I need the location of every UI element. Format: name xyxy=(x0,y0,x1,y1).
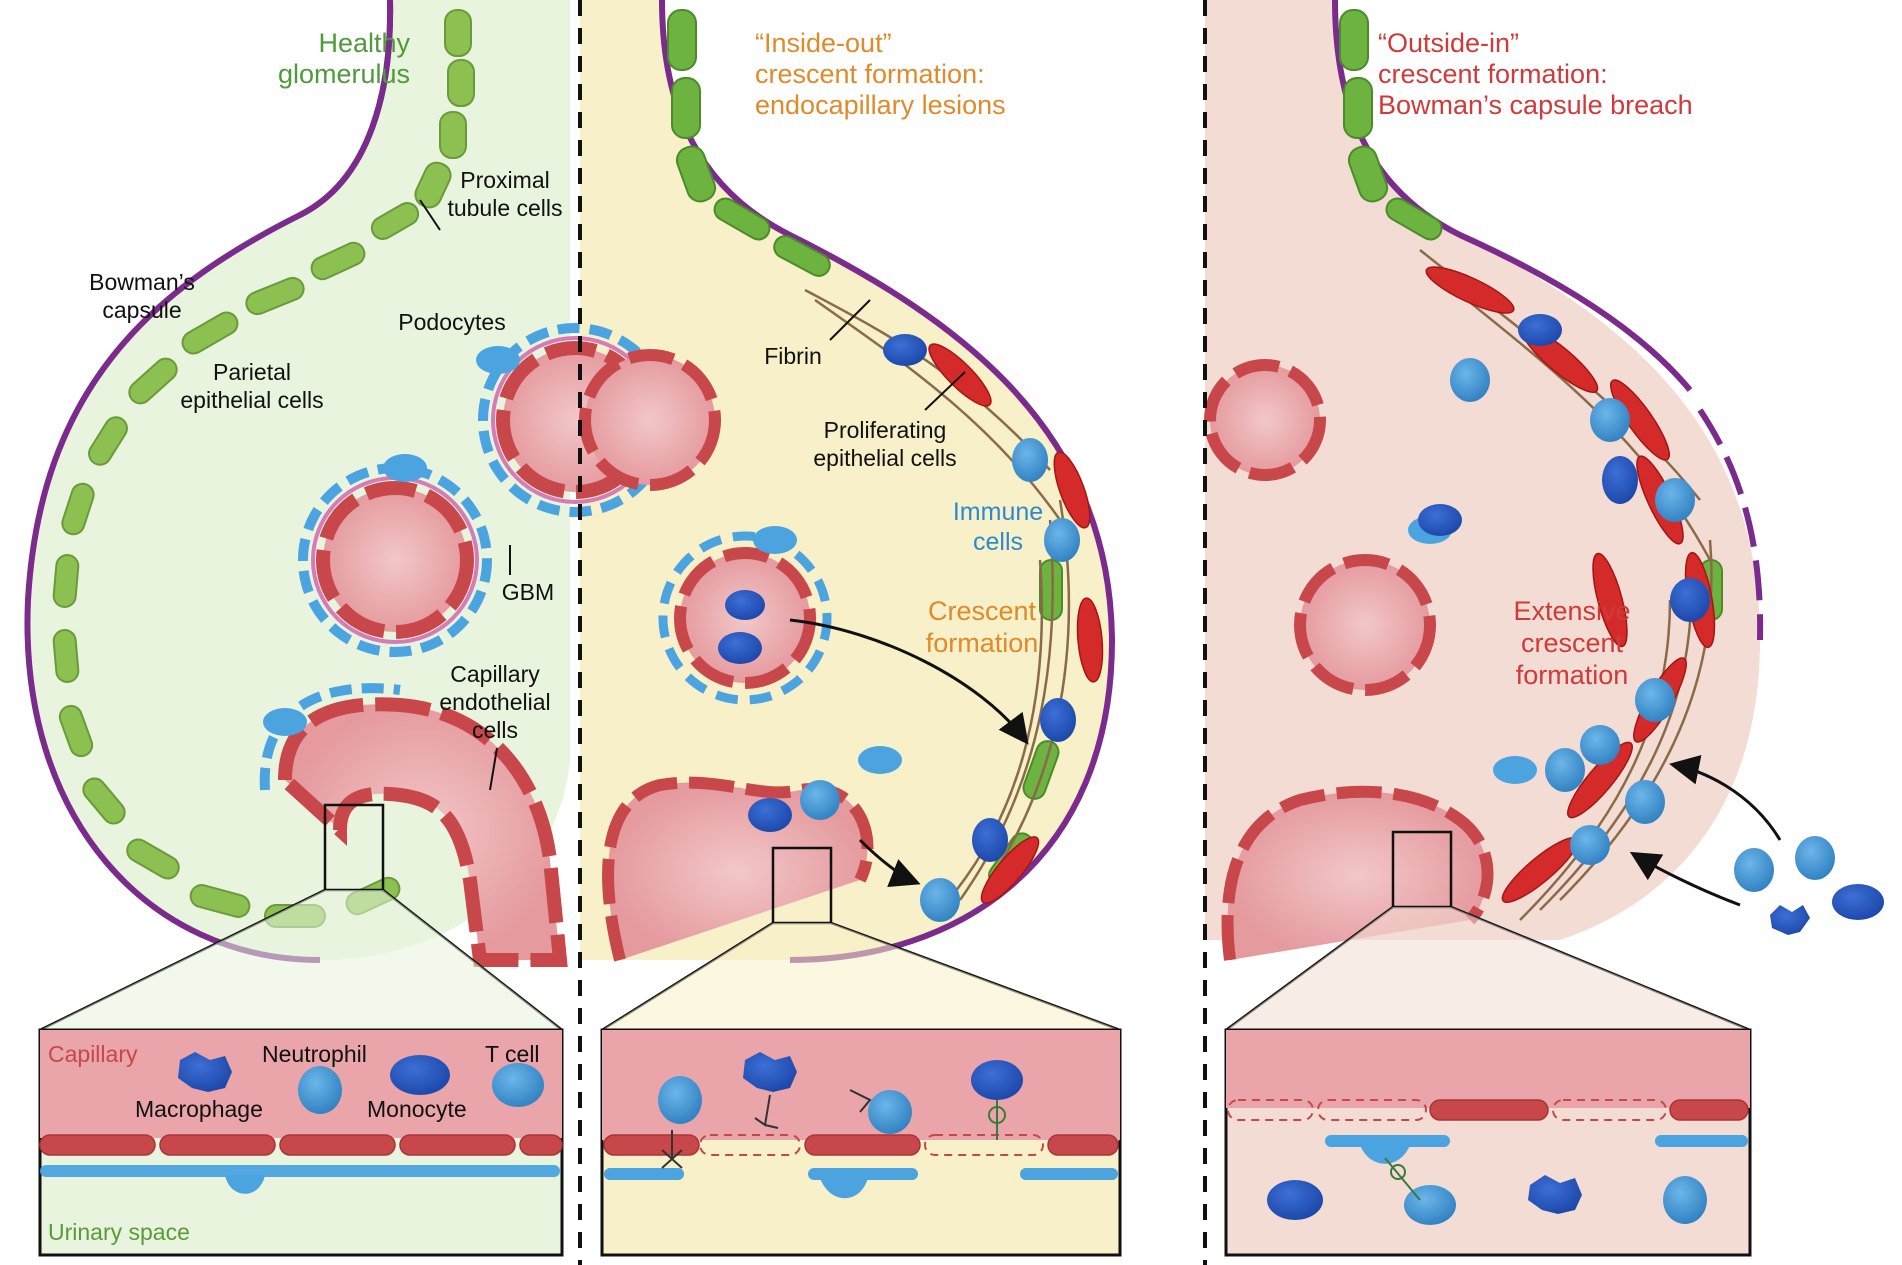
inset-healthy xyxy=(38,1028,564,1257)
legend-capillary: Capillary xyxy=(48,1041,138,1067)
parietal-epithelial-cells xyxy=(52,9,475,928)
outside-in-crescent xyxy=(1418,249,1884,935)
outside-in-title-line2: crescent formation: xyxy=(1378,59,1608,89)
healthy-title-line1: Healthy xyxy=(318,28,410,58)
label-crescent: Crescent xyxy=(928,596,1037,626)
label-immune: Immune xyxy=(953,498,1043,526)
label-tubule-cells: tubule cells xyxy=(447,195,562,221)
immune-cells-crescent xyxy=(883,334,1080,922)
label-capillary: Capillary xyxy=(450,661,540,687)
label-crescent-formation: formation xyxy=(926,628,1039,658)
inside-out-title-line2: crescent formation: xyxy=(755,59,985,89)
label-endothelial: endothelial xyxy=(439,689,550,715)
label-extensive-crescent: crescent xyxy=(1521,628,1624,658)
outside-in-arrow-lower xyxy=(1629,851,1741,907)
label-proximal: Proximal xyxy=(460,167,549,193)
inset-inside-out xyxy=(600,1028,1122,1257)
label-extensive: Extensive xyxy=(1513,596,1630,626)
label-immune-cells: cells xyxy=(973,528,1023,556)
label-bowmans: Bowman’s xyxy=(89,269,195,295)
label-parietal: Parietal xyxy=(213,359,291,385)
label-fibrin: Fibrin xyxy=(764,343,822,369)
outside-in-capillaries xyxy=(1204,359,1537,961)
legend-monocyte: Monocyte xyxy=(367,1096,467,1122)
label-proliferating: Proliferating xyxy=(824,417,947,443)
macrophage-icon xyxy=(178,1052,232,1092)
legend-t-cell: T cell xyxy=(485,1041,540,1067)
label-capsule: capsule xyxy=(102,297,181,323)
label-podocytes: Podocytes xyxy=(398,309,505,335)
infiltrating-immune-cells xyxy=(1734,836,1884,935)
healthy-title: Healthy glomerulus xyxy=(278,28,411,89)
neutrophil-icon xyxy=(298,1066,342,1114)
legend-urinary-space: Urinary space xyxy=(48,1219,190,1245)
immune-cells-capillary xyxy=(718,590,840,832)
label-epithelial-cells: epithelial cells xyxy=(180,387,323,413)
inside-out-arrow-short xyxy=(858,838,921,888)
legend-macrophage: Macrophage xyxy=(135,1096,263,1122)
label-extensive-formation: formation xyxy=(1516,660,1629,690)
outside-in-title-line1: “Outside-in” xyxy=(1378,28,1519,58)
tubule-cells-middle xyxy=(667,9,1063,888)
outside-in-title: “Outside-in” crescent formation: Bowman’… xyxy=(1378,28,1693,120)
t-cell-icon xyxy=(492,1063,544,1107)
inside-out-title-line1: “Inside-out” xyxy=(755,28,892,58)
inside-out-title-line3: endocapillary lesions xyxy=(755,90,1006,120)
inside-out-title: “Inside-out” crescent formation: endocap… xyxy=(755,28,1006,120)
label-proliferating-cells: epithelial cells xyxy=(813,445,956,471)
outside-in-title-line3: Bowman’s capsule breach xyxy=(1378,90,1693,120)
healthy-title-line2: glomerulus xyxy=(278,59,410,89)
label-cells: cells xyxy=(472,717,518,743)
monocyte-icon xyxy=(390,1055,450,1095)
legend-neutrophil: Neutrophil xyxy=(262,1041,367,1067)
inside-out-crescent xyxy=(718,288,1104,922)
inset-outside-in xyxy=(1224,1028,1752,1257)
inside-out-arrow-long xyxy=(789,618,1029,745)
label-gbm: GBM xyxy=(502,579,554,605)
outside-in-arrow-upper xyxy=(1669,755,1782,841)
leader-lines xyxy=(419,199,966,791)
